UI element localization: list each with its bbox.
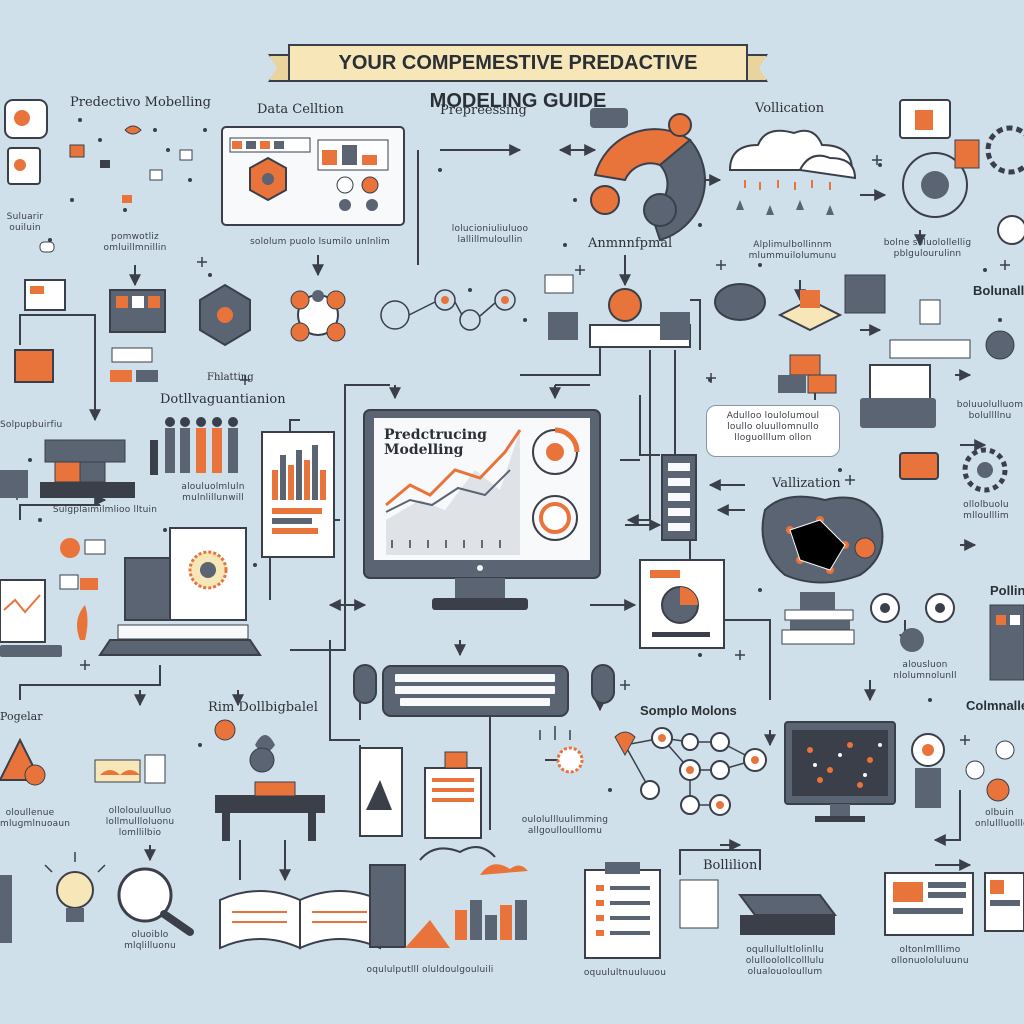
right-middle-icons [714, 274, 1015, 428]
left-laptops [0, 527, 262, 657]
sample-network [539, 726, 767, 816]
caption-20: oquulultnuuluuou [583, 968, 667, 978]
caption-19: oqululputlll oluldoulgouluili [366, 965, 494, 975]
label-right-edge-3: Colmnalle [966, 698, 1024, 713]
label-validation-top: Vollication [755, 101, 825, 116]
caption-22: oltonlmlllimo ollonuololuluunu [891, 945, 969, 966]
caption-9: Sulgplaimilmlioo lltuin [52, 505, 158, 515]
caption-4: lolucioniuliuluoo lallillmuloullin [451, 224, 529, 245]
caption-1: Suluarir ouiluin [6, 212, 44, 233]
keyboard-and-mice [353, 664, 615, 717]
label-right-edge-2: Pollin [990, 583, 1024, 598]
top-right-icons [899, 99, 1024, 245]
monitor-title-line-2: Modelling [384, 442, 464, 458]
caption-10: Adulloo loulolumoul loullo oluullomnullo… [726, 411, 820, 443]
page-title: YOUR COMPEMESTIVE PREDACTIVE MODELING GU… [338, 52, 698, 112]
label-risk: Rim Dollbigbalel [208, 700, 318, 715]
caption-17: olbuin onlullluolllo [975, 808, 1024, 829]
validation-map [761, 447, 1008, 584]
label-preprocessing: Prepreessing [440, 103, 527, 118]
callout-bubble [706, 405, 840, 457]
label-distribution: Dotllvaguantianion [160, 392, 286, 407]
analysis-hub [544, 274, 691, 348]
risk-icons-left [0, 737, 166, 786]
report-document [639, 559, 725, 649]
caption-5: Alplimulbollinnm mlummuilolumunu [748, 240, 837, 261]
top-left-icons [4, 99, 193, 253]
caption-7: Solpupbuirfiu [0, 420, 63, 430]
bottom-left-icons [0, 852, 194, 943]
caption-14: oloullenue mlugmlnuoaun [0, 808, 71, 829]
label-predictive-modelling: Predectivo Mobelling [70, 95, 211, 110]
left-stack [0, 279, 166, 498]
label-right-edge-1: Bolunalle [973, 283, 1024, 298]
caption-3: sololum puolo lsumilo unlnlim [249, 237, 391, 247]
label-analysis: Anmnnfpmal [588, 236, 673, 251]
clipboard-and-device [584, 862, 837, 959]
monitor-title: Predctrucing Modelling [384, 428, 487, 458]
label-feature: Fhlatting [207, 372, 254, 383]
preprocessing-donut [590, 108, 706, 242]
server-tower [661, 454, 697, 541]
caption-13: alousluon nlolumnolunll [893, 660, 957, 681]
label-validation-mid: Vallization [772, 476, 841, 491]
caption-12: ollolbuolu mlloulllim [963, 500, 1009, 521]
caption-18: oluoiblo mlqlilluonu [124, 930, 176, 951]
validation-clouds [728, 129, 857, 215]
label-data-collection: Data Celltion [257, 102, 344, 117]
monitor-title-line-1: Predctrucing [384, 427, 487, 443]
books-and-eyes [781, 592, 1024, 681]
bottom-center-left [219, 747, 528, 950]
network-cluster [199, 283, 516, 347]
banner-ribbon [288, 44, 748, 82]
caption-8: alouluolmluln mulnlillunwill [181, 482, 245, 503]
data-collection-monitor [221, 126, 405, 226]
caption-15: ollolouluulluo lollmullloluonu lomllilbi… [105, 806, 175, 838]
risk-table [214, 719, 325, 841]
right-bottom-icons [911, 733, 1015, 808]
caption-21: oqullullultlolinllu olulloolollcolllulu … [745, 945, 825, 977]
label-sample-models: Somplo Molons [640, 703, 737, 718]
bar-chart-document [261, 431, 335, 558]
caption-6: bolne soluolollellig pblgulourulinn [883, 238, 972, 259]
distribution-figures [150, 417, 238, 475]
central-monitor [363, 409, 601, 610]
caption-16: oulolullluulimming allgoulloulllomu [521, 815, 609, 836]
bottom-right-tablets [884, 872, 1024, 936]
scatter-monitor [784, 721, 896, 822]
label-left-edge: Pogelar [0, 710, 43, 723]
caption-11: boluuolulluom bolullllnu [956, 400, 1024, 421]
caption-2: pomwotliz omluillmnillin [103, 232, 167, 253]
label-deploy: Bollilion [703, 858, 758, 873]
title-banner: YOUR COMPEMESTIVE PREDACTIVE MODELING GU… [268, 40, 768, 112]
